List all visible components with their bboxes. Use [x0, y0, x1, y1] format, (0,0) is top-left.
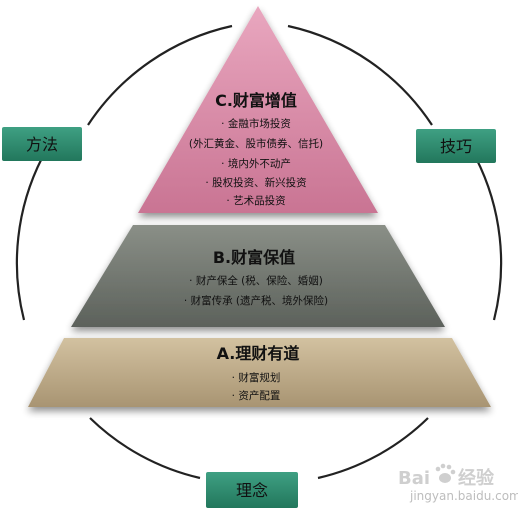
ring-arc-upper-right [287, 24, 433, 126]
watermark-url: jingyan.baidu.com [409, 489, 518, 503]
tag-bottom-label: 理念 [236, 481, 268, 500]
tier-top-item-2: (外汇黄金、股市债券、信托) [189, 137, 323, 150]
ring-arc-lower-right [317, 417, 429, 480]
tag-bottom: 理念 [206, 472, 298, 508]
tier-top-title: C.财富增值 [215, 91, 297, 110]
cycle-ring [15, 24, 503, 480]
tag-left-label: 方法 [26, 135, 58, 154]
tag-left-box [2, 127, 82, 161]
tag-right-box [416, 129, 496, 163]
pyramid-tier-bottom [28, 338, 491, 407]
tier-middle-text: B.财富保值 · 财产保全 (税、保险、婚姻) · 财富传承 (遗产税、境外保险… [184, 248, 328, 307]
tag-right: 技巧 [416, 129, 496, 163]
tag-right-label: 技巧 [440, 137, 472, 156]
watermark-brand: Bai [398, 468, 430, 489]
tier-middle-item-2: · 财富传承 (遗产税、境外保险) [184, 294, 328, 307]
tag-bottom-box [206, 472, 298, 508]
tier-top-item-5: · 艺术品投资 [226, 194, 285, 207]
tag-left: 方法 [2, 127, 82, 161]
ring-arc-left [15, 157, 43, 321]
tier-bottom-text: A.理财有道 · 财富规划 · 资产配置 [217, 344, 300, 402]
tier-top-item-1: · 金融市场投资 [221, 117, 291, 130]
tier-top-item-3: · 境内外不动产 [221, 157, 291, 170]
ring-arc-upper-left [87, 24, 233, 126]
tier-top-text: C.财富增值 · 金融市场投资 (外汇黄金、股市债券、信托) · 境内外不动产 … [189, 91, 323, 207]
tier-middle-item-1: · 财产保全 (税、保险、婚姻) [189, 274, 323, 287]
watermark-suffix: 经验 [458, 467, 495, 489]
pyramid [28, 6, 491, 407]
ring-arc-lower-left [89, 417, 201, 480]
tier-middle-title: B.财富保值 [213, 248, 295, 267]
pyramid-tier-top [138, 6, 378, 213]
tier-top-item-4: · 股权投资、新兴投资 [205, 176, 306, 189]
paw-icon [435, 463, 456, 483]
watermark: Bai 经验 jingyan.baidu.com [398, 463, 518, 503]
ring-arc-right [475, 157, 503, 321]
tier-bottom-item-1: · 财富规划 [232, 371, 281, 384]
tier-bottom-item-2: · 资产配置 [232, 389, 281, 402]
tier-bottom-title: A.理财有道 [217, 344, 300, 363]
pyramid-tier-middle [71, 225, 445, 327]
